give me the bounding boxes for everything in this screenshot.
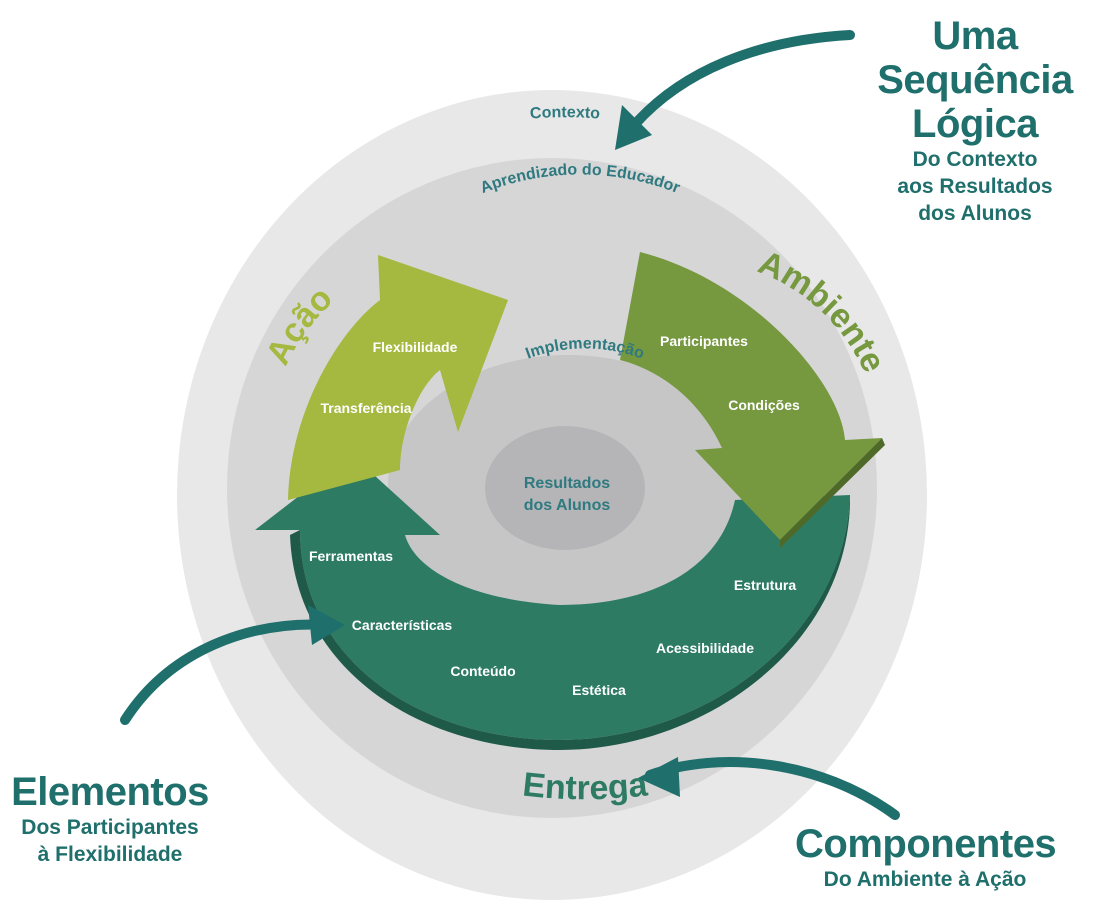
sequence-callout: Uma Sequência Lógica Do Contexto aos Res… bbox=[846, 14, 1104, 227]
delivery-title: Entrega bbox=[521, 765, 650, 807]
element-label-participantes: Participantes bbox=[660, 333, 748, 349]
core-label-line2: dos Alunos bbox=[524, 497, 611, 514]
element-label-estrutura: Estrutura bbox=[734, 577, 796, 593]
element-label-transferencia: Transferência bbox=[320, 400, 411, 416]
element-label-conteudo: Conteúdo bbox=[450, 663, 515, 679]
environment-arrow bbox=[620, 252, 882, 540]
components-title: Componentes bbox=[795, 822, 1057, 866]
sequence-sub-line2: aos Resultados bbox=[897, 175, 1053, 198]
curved-arrow-icon bbox=[120, 619, 335, 725]
curved-arrow-icon bbox=[638, 757, 680, 797]
curved-arrow-icon bbox=[615, 105, 652, 150]
sequence-sub-line3: dos Alunos bbox=[918, 202, 1032, 225]
elements-sub-line2: à Flexibilidade bbox=[37, 843, 183, 866]
elements-callout: Elementos Dos Participantes à Flexibilid… bbox=[0, 770, 220, 868]
elements-title: Elementos bbox=[11, 770, 209, 814]
components-callout: Componentes Do Ambiente à Ação bbox=[795, 822, 1057, 893]
components-sub-line1: Do Ambiente à Ação bbox=[823, 868, 1027, 891]
core-label-line1: Resultados bbox=[524, 475, 610, 492]
element-label-caracteristicas: Características bbox=[352, 617, 453, 633]
delivery-arrow bbox=[255, 455, 850, 740]
core-circle bbox=[485, 426, 645, 550]
element-label-acessibilidade: Acessibilidade bbox=[656, 640, 754, 656]
environment-arrow-shadow bbox=[780, 438, 885, 548]
elements-sub-line1: Dos Participantes bbox=[21, 816, 199, 839]
sequence-sub-line1: Do Contexto bbox=[912, 148, 1038, 171]
sequence-title-line1: Uma Sequência bbox=[877, 14, 1073, 102]
element-label-flexibilidade: Flexibilidade bbox=[373, 339, 458, 355]
element-label-ferramentas: Ferramentas bbox=[309, 548, 393, 564]
context-label: Contexto bbox=[529, 104, 600, 122]
element-label-condicoes: Condições bbox=[728, 397, 800, 413]
sequence-title-line2: Lógica bbox=[912, 102, 1038, 146]
element-label-estetica: Estética bbox=[572, 682, 626, 698]
curved-arrow-icon bbox=[625, 30, 855, 135]
curved-arrow-icon bbox=[308, 605, 345, 645]
action-arrow bbox=[288, 255, 508, 500]
